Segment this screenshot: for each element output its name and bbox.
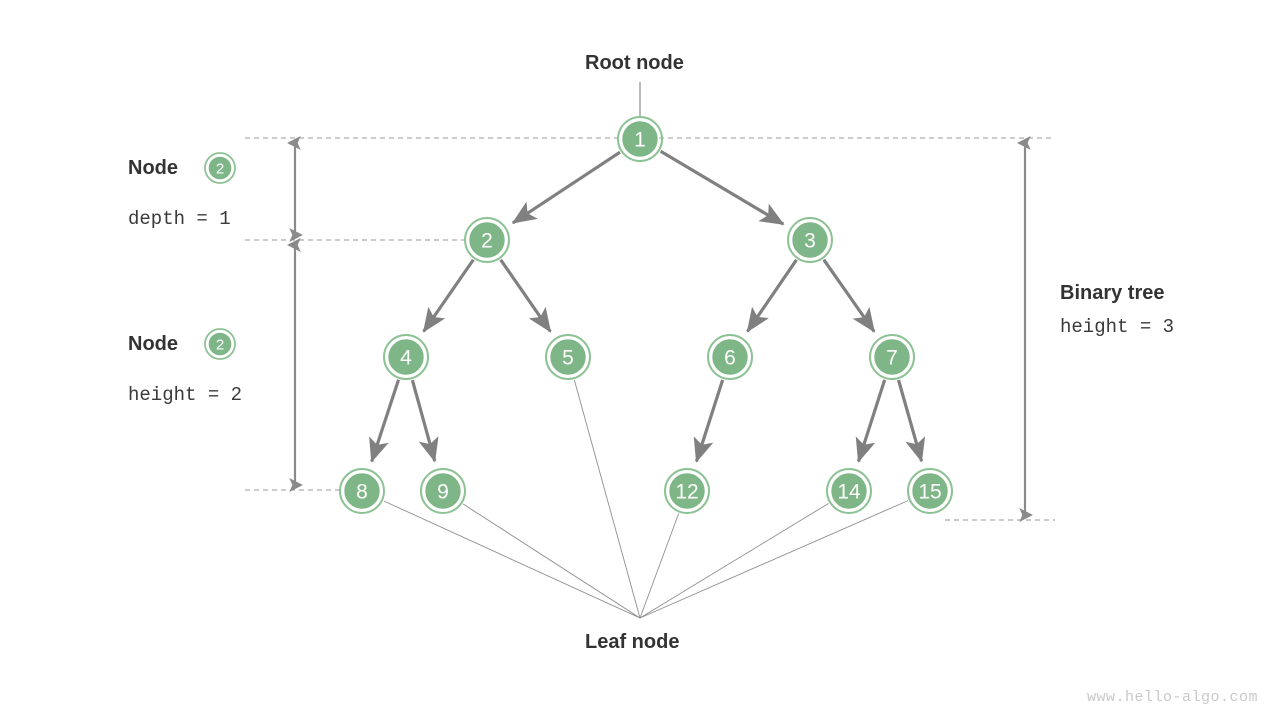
node-ring bbox=[707, 334, 753, 380]
node-height-detail: height = 2 bbox=[128, 384, 243, 406]
badge-circle bbox=[207, 331, 233, 357]
tree-node-4[interactable]: 4 bbox=[383, 334, 429, 380]
node-circle bbox=[710, 337, 750, 377]
inline-node-badges: 22 bbox=[204, 152, 236, 360]
leaf-leader-n15 bbox=[639, 500, 909, 619]
node-circle bbox=[423, 471, 463, 511]
node-circle bbox=[467, 220, 507, 260]
node-value: 4 bbox=[400, 347, 412, 370]
node-ring bbox=[339, 468, 385, 514]
leaf-leader-n5 bbox=[573, 380, 641, 619]
edge-n2-n4 bbox=[422, 258, 475, 333]
node-height-title: Node bbox=[128, 333, 178, 355]
node-value: 2 bbox=[481, 230, 493, 253]
edge-n4-n9 bbox=[410, 379, 439, 463]
node-ring bbox=[907, 468, 953, 514]
node-circle bbox=[548, 337, 588, 377]
node-ring bbox=[826, 468, 872, 514]
tree-node-15[interactable]: 15 bbox=[907, 468, 953, 514]
tree-node-1[interactable]: 1 bbox=[617, 116, 663, 162]
dimension-arrows bbox=[287, 135, 1033, 523]
badge-value: 2 bbox=[216, 337, 224, 354]
node-value: 14 bbox=[837, 481, 861, 504]
node-depth-detail: depth = 1 bbox=[128, 208, 231, 230]
badge-ring bbox=[204, 152, 236, 184]
site-watermark: www.hello-algo.com bbox=[1086, 689, 1258, 706]
edge-n1-n3 bbox=[659, 149, 785, 226]
node-value: 15 bbox=[918, 481, 941, 504]
node-value: 3 bbox=[804, 230, 816, 253]
node-circle bbox=[872, 337, 912, 377]
node-depth-badge: 2 bbox=[204, 152, 236, 184]
edge-n1-n2 bbox=[511, 150, 621, 225]
tree-node-6[interactable]: 6 bbox=[707, 334, 753, 380]
tree-node-14[interactable]: 14 bbox=[826, 468, 872, 514]
node-circle bbox=[342, 471, 382, 511]
tree-node-9[interactable]: 9 bbox=[420, 468, 466, 514]
tree-node-8[interactable]: 8 bbox=[339, 468, 385, 514]
badge-ring bbox=[204, 328, 236, 360]
leaf-leader-n14 bbox=[639, 503, 829, 619]
node-height-badge: 2 bbox=[204, 328, 236, 360]
node-value: 7 bbox=[886, 347, 898, 370]
node-circle bbox=[667, 471, 707, 511]
edge-n3-n6 bbox=[746, 258, 798, 333]
tree-node-2[interactable]: 2 bbox=[464, 217, 510, 263]
node-ring bbox=[869, 334, 915, 380]
binary-tree-title: Binary tree bbox=[1060, 282, 1165, 304]
edge-n3-n7 bbox=[822, 258, 876, 333]
node-circle bbox=[829, 471, 869, 511]
leaf-leader-n9 bbox=[462, 503, 641, 619]
node-circle bbox=[790, 220, 830, 260]
node-depth-title: Node bbox=[128, 157, 178, 179]
node-ring bbox=[545, 334, 591, 380]
tree-edges bbox=[369, 149, 926, 463]
edge-n7-n14 bbox=[855, 379, 887, 463]
leaf-leader-lines bbox=[383, 380, 909, 619]
tree-node-7[interactable]: 7 bbox=[869, 334, 915, 380]
node-circle bbox=[910, 471, 950, 511]
node-ring bbox=[464, 217, 510, 263]
leaf-node-label: Leaf node bbox=[585, 631, 680, 653]
node-value: 5 bbox=[562, 347, 574, 370]
node-circle bbox=[620, 119, 660, 159]
node-value: 1 bbox=[634, 129, 646, 152]
guide-dashed-lines bbox=[245, 137, 1055, 521]
badge-circle bbox=[207, 155, 233, 181]
leaf-leader-n12 bbox=[639, 513, 680, 619]
tree-node-3[interactable]: 3 bbox=[787, 217, 833, 263]
edge-n2-n5 bbox=[499, 258, 552, 333]
root-node-label: Root node bbox=[585, 52, 684, 74]
badge-value: 2 bbox=[216, 161, 224, 178]
node-ring bbox=[383, 334, 429, 380]
tree-node-12[interactable]: 12 bbox=[664, 468, 710, 514]
edge-n4-n8 bbox=[369, 379, 401, 463]
node-ring bbox=[664, 468, 710, 514]
node-ring bbox=[787, 217, 833, 263]
node-value: 8 bbox=[356, 481, 368, 504]
leaf-leader-n8 bbox=[383, 500, 641, 619]
edge-n6-n12 bbox=[693, 379, 725, 463]
node-ring bbox=[420, 468, 466, 514]
edge-n7-n15 bbox=[897, 379, 926, 463]
binary-tree-detail: height = 3 bbox=[1060, 316, 1175, 338]
node-value: 9 bbox=[437, 481, 449, 504]
node-ring bbox=[617, 116, 663, 162]
node-value: 6 bbox=[724, 347, 736, 370]
tree-node-5[interactable]: 5 bbox=[545, 334, 591, 380]
node-circle bbox=[386, 337, 426, 377]
node-value: 12 bbox=[675, 481, 698, 504]
